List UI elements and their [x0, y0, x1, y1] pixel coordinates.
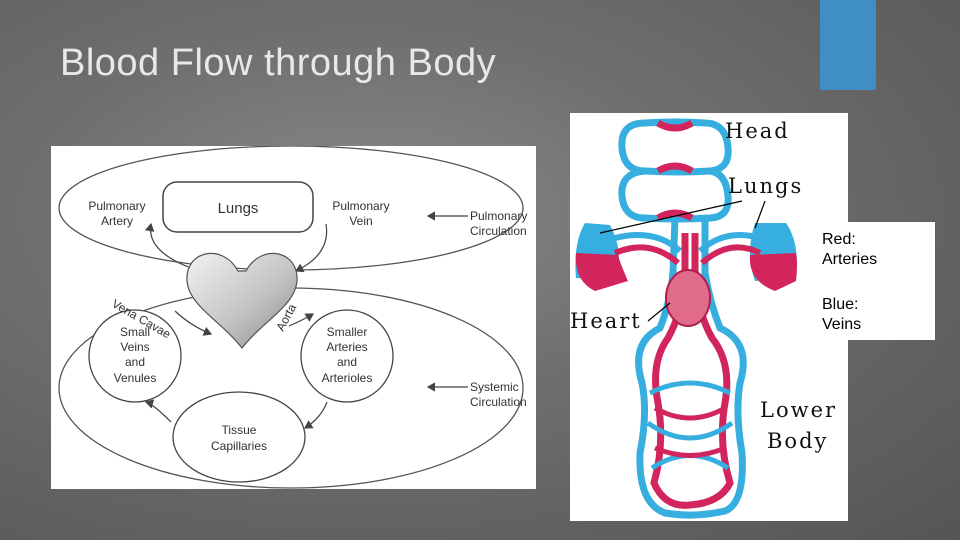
trunk-veins: [635, 217, 747, 519]
small-veins-label-3: and: [125, 355, 145, 369]
lower-body-arteries: [653, 405, 727, 458]
pulmonary-arteries: [613, 244, 762, 266]
pulmonary-vein-label-1: Pulmonary: [332, 199, 389, 213]
vessel-diagram: Head Lungs Heart Lower Body: [570, 118, 837, 519]
pulmonary-vein-label-2: Vein: [349, 214, 372, 228]
lungs-pointer-right: [754, 200, 766, 229]
legend-blue-line1: Blue:: [822, 296, 859, 313]
small-veins-label-1: Small: [120, 325, 150, 339]
legend-blue-line2: Veins: [822, 316, 862, 333]
pulmonary-artery-label-2: Artery: [101, 214, 133, 228]
small-veins-label-4: Venules: [114, 371, 157, 385]
head-vessel-loop-1: [618, 118, 732, 176]
circulation-schematic: Lungs Pulmonary Artery Pulmonary Vein Pu…: [58, 145, 527, 489]
vessel-diagram-panel: Head Lungs Heart Lower Body: [570, 113, 848, 521]
heart-icon: [186, 252, 298, 349]
small-veins-label-2: Veins: [120, 340, 149, 354]
arrow-arteries-to-tissue: [303, 401, 328, 429]
lungs-pointer-left: [599, 200, 743, 234]
pulmonary-circulation-label-2: Circulation: [470, 224, 527, 238]
lower-body-label-1: Lower: [760, 398, 837, 422]
legend-red-line2: Arteries: [822, 251, 878, 268]
arrow-to-lungs: [144, 222, 192, 269]
legend-red-line1: Red:: [822, 231, 856, 248]
pulmonary-artery-label-1: Pulmonary: [88, 199, 145, 213]
tissue-label-1: Tissue: [222, 423, 257, 437]
heart-pointer: [647, 302, 671, 322]
tissue-capillaries-node: [172, 391, 306, 483]
head-capillaries: [656, 119, 694, 222]
arrow-tissue-to-veins: [144, 399, 172, 423]
right-lung-red: [749, 253, 797, 291]
circulation-schematic-panel: Lungs Pulmonary Artery Pulmonary Vein Pu…: [51, 145, 536, 489]
slide-title: Blood Flow through Body: [60, 42, 497, 84]
systemic-circulation-label-2: Circulation: [470, 395, 527, 409]
pulmonary-circulation-label-1: Pulmonary: [470, 209, 527, 223]
arrow-heart-to-arteries: [288, 313, 315, 327]
head-label: Head: [725, 119, 790, 143]
arrow-veins-to-heart: [174, 310, 213, 336]
accent-bar: [820, 0, 876, 90]
lungs-label: Lungs: [218, 200, 259, 217]
lower-body-label-2: Body: [767, 429, 828, 453]
arrow-from-lungs: [294, 223, 328, 273]
smaller-arteries-label-2: Arteries: [326, 340, 367, 354]
tissue-label-2: Capillaries: [211, 439, 267, 453]
smaller-arteries-label-3: and: [337, 355, 357, 369]
lungs-box: [162, 181, 314, 233]
trunk-arteries: [650, 233, 734, 509]
smaller-arteries-label-4: Arterioles: [322, 371, 373, 385]
pulmonary-veins: [614, 232, 761, 254]
legend-box: [813, 222, 935, 340]
heart-label: Heart: [570, 309, 642, 333]
smaller-arteries-node: [300, 309, 394, 403]
heart-icon: [665, 269, 711, 327]
smaller-arteries-label-1: Smaller: [327, 325, 368, 339]
lungs-label: Lungs: [728, 174, 803, 198]
systemic-circulation-label-1: Systemic: [470, 380, 519, 394]
small-veins-node: [88, 309, 182, 403]
left-lung-red: [575, 253, 628, 291]
